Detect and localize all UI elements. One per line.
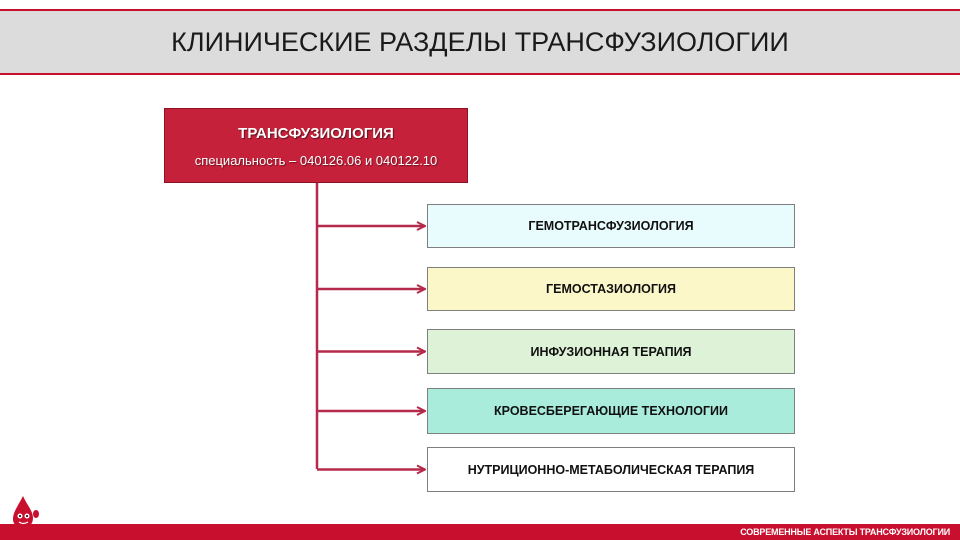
branch-node-5: НУТРИЦИОННО-МЕТАБОЛИЧЕСКАЯ ТЕРАПИЯ bbox=[427, 447, 795, 492]
branch-label: ИНФУЗИОННАЯ ТЕРАПИЯ bbox=[530, 344, 692, 359]
branch-node-4: КРОВЕСБЕРЕГАЮЩИЕ ТЕХНОЛОГИИ bbox=[427, 388, 795, 434]
footer-bar: СОВРЕМЕННЫЕ АСПЕКТЫ ТРАНСФУЗИОЛОГИИ bbox=[0, 524, 960, 540]
branch-label: НУТРИЦИОННО-МЕТАБОЛИЧЕСКАЯ ТЕРАПИЯ bbox=[467, 462, 755, 477]
root-title: ТРАНСФУЗИОЛОГИЯ bbox=[238, 125, 394, 142]
branch-label: КРОВЕСБЕРЕГАЮЩИЕ ТЕХНОЛОГИИ bbox=[494, 404, 728, 418]
branch-node-3: ИНФУЗИОННАЯ ТЕРАПИЯ bbox=[427, 329, 795, 374]
footer-text: СОВРЕМЕННЫЕ АСПЕКТЫ ТРАНСФУЗИОЛОГИИ bbox=[740, 527, 950, 537]
root-subtitle: специальность – 040126.06 и 040122.10 bbox=[194, 153, 438, 168]
branch-label: ГЕМОТРАНСФУЗИОЛОГИЯ bbox=[528, 219, 694, 233]
page-title: КЛИНИЧЕСКИЕ РАЗДЕЛЫ ТРАНСФУЗИОЛОГИИ bbox=[171, 26, 789, 57]
branch-node-2: ГЕМОСТАЗИОЛОГИЯ bbox=[427, 267, 795, 311]
branch-node-1: ГЕМОТРАНСФУЗИОЛОГИЯ bbox=[427, 204, 795, 248]
branch-label: ГЕМОСТАЗИОЛОГИЯ bbox=[546, 282, 676, 296]
title-bar: КЛИНИЧЕСКИЕ РАЗДЕЛЫ ТРАНСФУЗИОЛОГИИ bbox=[0, 9, 960, 75]
blood-drop-mascot-icon bbox=[13, 496, 39, 528]
root-node: ТРАНСФУЗИОЛОГИЯ специальность – 040126.0… bbox=[164, 108, 468, 183]
